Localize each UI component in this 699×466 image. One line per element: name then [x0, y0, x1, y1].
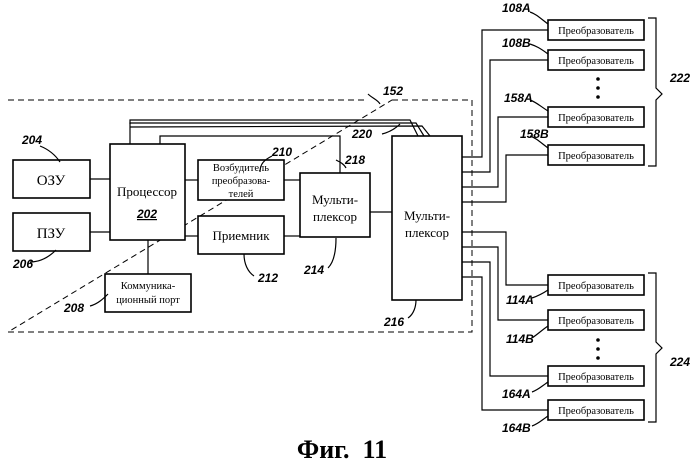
ref-158b: 158B [520, 127, 549, 141]
ref-164a: 164A [502, 387, 531, 401]
leader-164a [532, 382, 548, 392]
ref-214: 214 [303, 263, 324, 277]
ref-114a: 114A [506, 293, 534, 307]
transducer-108b-label: Преобразователь [558, 56, 634, 67]
ellipsis-dot [596, 86, 600, 90]
transducer-114b-label: Преобразователь [558, 316, 634, 327]
ref-164b: 164B [502, 421, 531, 435]
group-bracket-224 [648, 273, 662, 422]
transducer-114a-label: Преобразователь [558, 281, 634, 292]
ref-158a: 158A [504, 91, 533, 105]
leader-114b [532, 326, 548, 338]
transducer-164b-label: Преобразователь [558, 406, 634, 417]
leader-158a [530, 100, 548, 111]
wire-mux2-t7 [462, 262, 548, 376]
leader-212 [244, 254, 254, 276]
ref-212: 212 [257, 271, 278, 285]
ref-206: 206 [12, 257, 33, 271]
ref-108b: 108B [502, 36, 531, 50]
mux1-label-2: плексор [313, 209, 357, 224]
mux2-label-1: Мульти- [404, 208, 450, 223]
comm-port-label-2: ционный порт [116, 295, 180, 306]
transducer-158a-label: Преобразователь [558, 113, 634, 124]
leader-216 [408, 300, 416, 318]
ellipsis-dot [596, 338, 600, 342]
transducer-158b-label: Преобразователь [558, 151, 634, 162]
transducer-164a-label: Преобразователь [558, 372, 634, 383]
ref-218: 218 [344, 153, 365, 167]
comm-port-label-1: Коммуника- [121, 281, 176, 292]
leader-108b [530, 44, 548, 54]
rom-label: ПЗУ [37, 226, 66, 242]
ellipsis-dot [596, 347, 600, 351]
mux2-label-2: плексор [405, 225, 449, 240]
ellipsis-dot [596, 77, 600, 81]
exciter-label-3: телей [229, 189, 254, 200]
wire-processor-mux2-bus-2 [130, 123, 424, 136]
ellipsis-dot [596, 95, 600, 99]
ref-224: 224 [669, 355, 690, 369]
ram-label: ОЗУ [37, 173, 66, 189]
exciter-label-2: преобразова- [212, 176, 271, 187]
receiver-label: Приемник [212, 228, 270, 243]
processor-label: Процессор [117, 184, 177, 199]
leader-114a [532, 290, 548, 298]
leader-206 [30, 250, 56, 262]
ref-210: 210 [271, 145, 292, 159]
leader-164b [532, 416, 548, 426]
ref-222: 222 [669, 71, 690, 85]
leader-214 [328, 238, 336, 268]
ref-108a: 108A [502, 1, 531, 15]
transducer-108a-label: Преобразователь [558, 26, 634, 37]
ref-114b: 114B [506, 332, 534, 346]
group-bracket-222 [648, 18, 662, 166]
wire-mux2-t6 [462, 247, 548, 320]
comm-port-block [105, 274, 191, 312]
wire-mux2-t4 [462, 155, 548, 202]
leader-152 [368, 94, 380, 104]
ellipsis-dot [596, 356, 600, 360]
ref-208: 208 [63, 301, 84, 315]
ref-220: 220 [351, 127, 372, 141]
ref-152: 152 [383, 84, 403, 98]
ref-204: 204 [21, 133, 42, 147]
mux1-label-1: Мульти- [312, 192, 358, 207]
figure-caption: Фиг. 11 [297, 435, 387, 464]
processor-ref: 202 [136, 207, 157, 221]
leader-108a [530, 12, 548, 24]
wire-processor-mux2-bus-3 [130, 126, 430, 136]
ref-216: 216 [383, 315, 404, 329]
